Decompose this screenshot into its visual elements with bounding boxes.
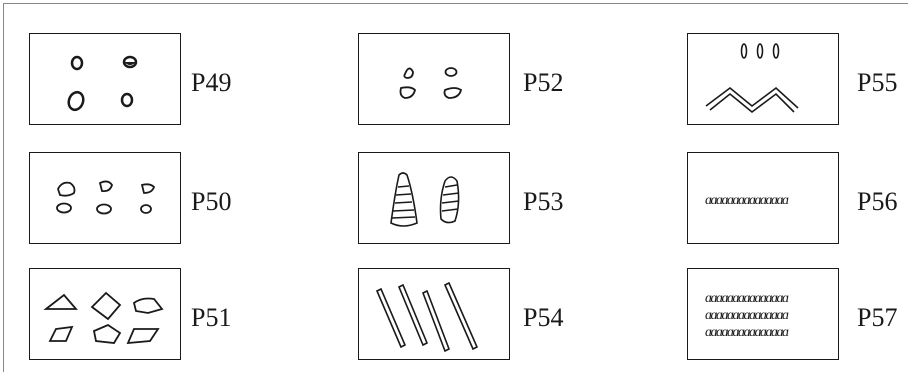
- pattern-label: P52: [523, 68, 564, 97]
- triple-twisted-cord-motif: ɑɑɑɑɑɑɑɑɑɑɑɑɑɑɑ ɑɑɑɑɑɑɑɑɑɑɑɑɑɑɑ ɑɑɑɑɑɑɑɑ…: [705, 291, 791, 340]
- polygon-pebbles-motif: [43, 291, 164, 345]
- pattern-box-p57: ɑɑɑɑɑɑɑɑɑɑɑɑɑɑɑ ɑɑɑɑɑɑɑɑɑɑɑɑɑɑɑ ɑɑɑɑɑɑɑɑ…: [687, 268, 839, 360]
- diagonal-sticks-motif: [375, 281, 479, 353]
- pattern-label: P55: [857, 68, 898, 97]
- pattern-label: P57: [857, 303, 898, 332]
- pattern-box-p53: [358, 152, 510, 244]
- two-hatched-shapes-motif: [390, 172, 460, 227]
- pattern-box-p55: [687, 33, 839, 125]
- pattern-label: P49: [191, 68, 232, 97]
- svg-text:ɑɑɑɑɑɑɑɑɑɑɑɑɑɑɑ: ɑɑɑɑɑɑɑɑɑɑɑɑɑɑɑ: [705, 325, 789, 340]
- pattern-box-p51: [29, 268, 181, 360]
- six-pebbles-motif: [56, 180, 156, 215]
- four-small-pebbles-motif: [399, 67, 463, 99]
- pattern-label: P54: [523, 303, 564, 332]
- svg-text:ɑɑɑɑɑɑɑɑɑɑɑɑɑɑɑ: ɑɑɑɑɑɑɑɑɑɑɑɑɑɑɑ: [705, 291, 789, 306]
- pattern-box-p50: [29, 152, 181, 244]
- pattern-label: P53: [523, 187, 564, 216]
- pattern-label: P51: [191, 303, 232, 332]
- pattern-box-p54: [358, 268, 510, 360]
- figure-frame: [3, 3, 908, 372]
- single-twisted-cord-motif: ɑɑɑɑɑɑɑɑɑɑɑɑɑɑɑ: [705, 193, 791, 208]
- pattern-box-p52: [358, 33, 510, 125]
- svg-text:ɑɑɑɑɑɑɑɑɑɑɑɑɑɑɑ: ɑɑɑɑɑɑɑɑɑɑɑɑɑɑɑ: [705, 308, 789, 323]
- four-dots-motif: [67, 55, 138, 112]
- svg-text:ɑɑɑɑɑɑɑɑɑɑɑɑɑɑɑ: ɑɑɑɑɑɑɑɑɑɑɑɑɑɑɑ: [705, 193, 789, 208]
- pattern-box-p49: [29, 33, 181, 125]
- pattern-box-p56: ɑɑɑɑɑɑɑɑɑɑɑɑɑɑɑ: [687, 152, 839, 244]
- pattern-label: P56: [857, 187, 898, 216]
- ovals-over-zigzag-motif: [705, 43, 799, 114]
- pattern-label: P50: [191, 187, 232, 216]
